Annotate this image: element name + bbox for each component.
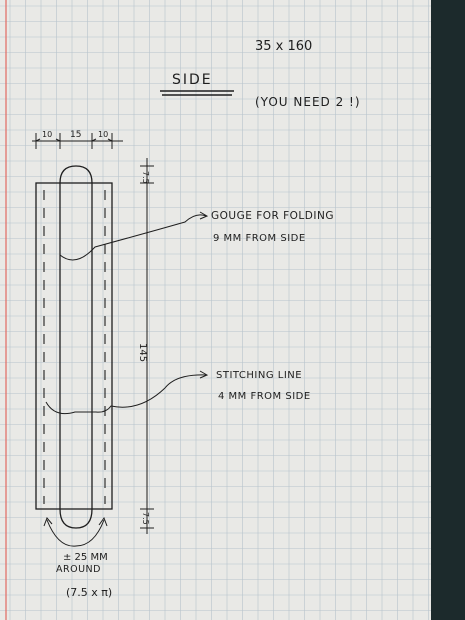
height-dimension [140, 158, 154, 534]
cutting-mat [430, 0, 465, 620]
stitching-leader-arrow [199, 370, 209, 379]
gouge-label: GOUGE FOR FOLDING [211, 210, 334, 222]
width-dim-left: 10 [42, 130, 52, 139]
gouge-leader-line [59, 214, 207, 261]
dimensions-label: 35 x 160 [255, 39, 312, 54]
width-dim-right: 10 [98, 130, 108, 139]
stitching-leader-line [45, 374, 207, 415]
around-arrow-head-left [43, 517, 53, 527]
around-arrow-head-right [98, 516, 108, 527]
around-label: AROUND [56, 564, 101, 575]
stitching-label: STITCHING LINE [216, 370, 302, 381]
grid-lines [0, 0, 431, 620]
rounded-strip-outline [59, 165, 93, 529]
height-dim-top: 7.5 [141, 171, 150, 184]
gouge-distance: 9 MM FROM SIDE [213, 233, 306, 244]
stitching-distance: 4 MM FROM SIDE [218, 391, 311, 402]
quantity-note: (YOU NEED 2 !) [255, 95, 361, 109]
gouge-leader-arrow [199, 211, 209, 220]
side-piece-outline [35, 182, 113, 510]
around-arrow [46, 519, 105, 547]
height-dim-bottom: 7.5 [141, 512, 150, 525]
around-formula: (7.5 x π) [66, 586, 112, 599]
part-title: SIDE [172, 72, 213, 88]
around-measure: ± 25 MM [63, 552, 108, 563]
width-dimension [32, 133, 123, 149]
height-dim-middle: 145 [137, 343, 148, 362]
width-dim-center: 15 [70, 130, 81, 140]
